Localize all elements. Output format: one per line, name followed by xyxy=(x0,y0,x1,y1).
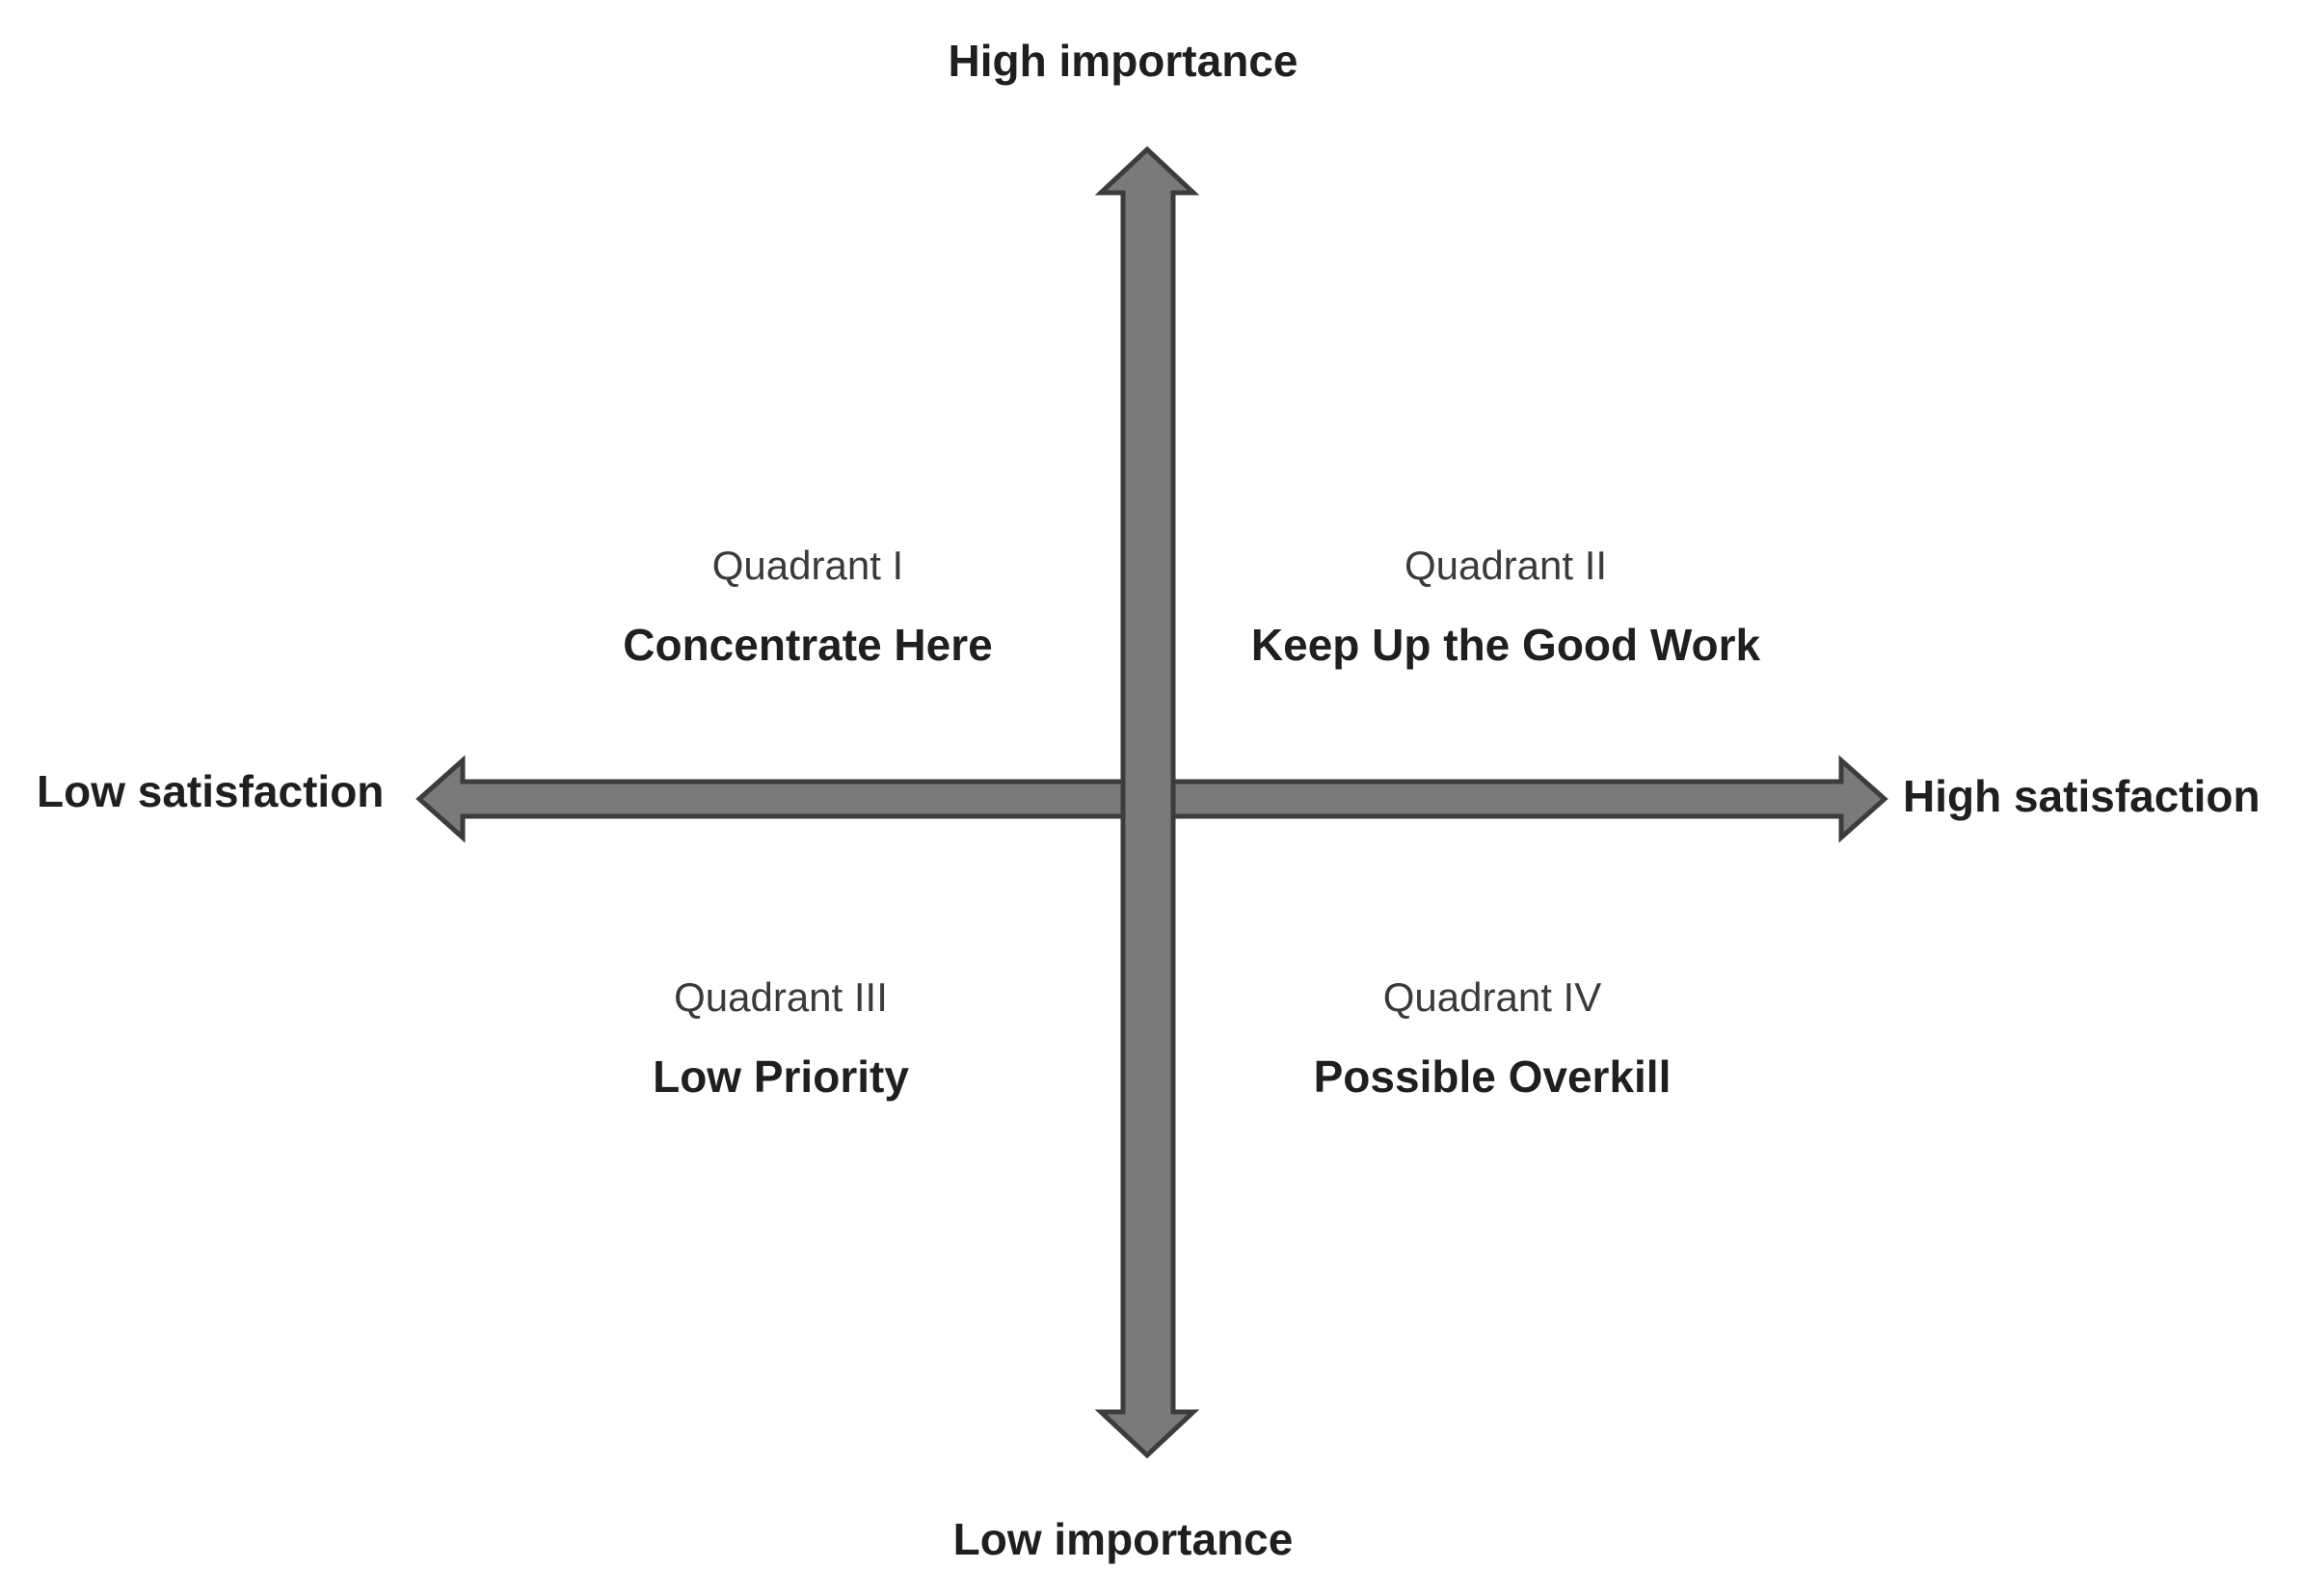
axis-label-low-importance: Low importance xyxy=(952,1514,1294,1564)
quadrant-2-number: Quadrant II xyxy=(1404,543,1608,588)
axis-label-high-satisfaction: High satisfaction xyxy=(1903,771,2261,821)
quadrant-3: Quadrant III Low Priority xyxy=(443,974,1118,1102)
quadrant-1: Quadrant I Concentrate Here xyxy=(470,543,1145,670)
quadrant-4-title: Possible Overkill xyxy=(1313,1051,1672,1102)
quadrant-1-title: Concentrate Here xyxy=(623,620,993,670)
vertical-axis-arrow xyxy=(1094,146,1200,1459)
quadrant-3-title: Low Priority xyxy=(653,1051,909,1102)
quadrant-1-number: Quadrant I xyxy=(711,543,904,588)
quadrant-4: Quadrant IV Possible Overkill xyxy=(1155,974,1830,1102)
quadrant-4-number: Quadrant IV xyxy=(1382,974,1602,1020)
axis-label-high-importance: High importance xyxy=(948,36,1298,86)
quadrant-2-title: Keep Up the Good Work xyxy=(1250,620,1761,670)
quadrant-3-number: Quadrant III xyxy=(674,974,888,1020)
axis-label-low-satisfaction: Low satisfaction xyxy=(37,766,385,816)
quadrant-2: Quadrant II Keep Up the Good Work xyxy=(1168,543,1843,670)
